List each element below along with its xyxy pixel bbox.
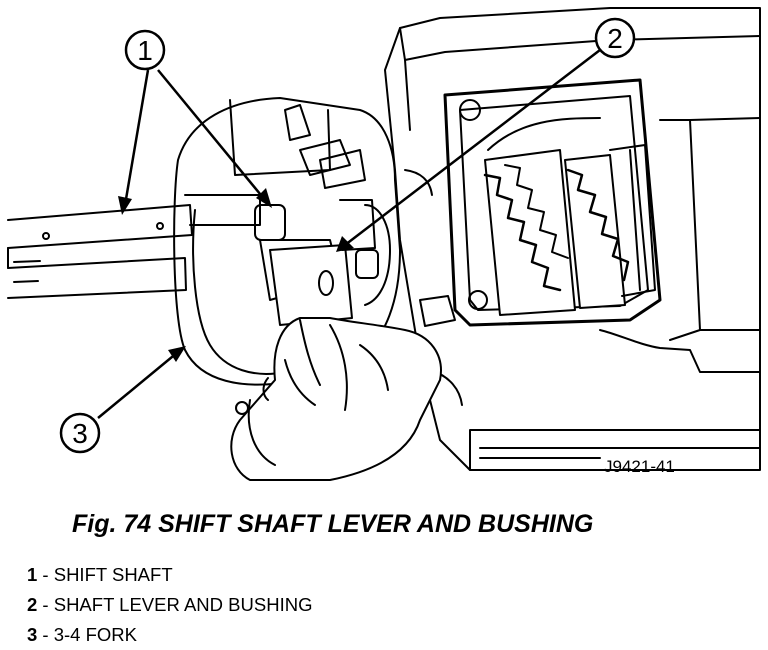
legend-label: - SHAFT LEVER AND BUSHING: [37, 594, 313, 615]
legend-number: 3: [27, 624, 38, 645]
svg-text:2: 2: [607, 23, 623, 54]
callout-3: 3: [59, 412, 101, 454]
legend-number: 1: [27, 564, 38, 585]
svg-text:1: 1: [137, 35, 153, 66]
leader-lines: [97, 49, 601, 419]
legend-item: 1 - SHIFT SHAFT: [27, 560, 312, 590]
svg-text:3: 3: [72, 418, 88, 449]
legend-item: 3 - 3-4 FORK: [27, 620, 312, 650]
legend-list: 1 - SHIFT SHAFT 2 - SHAFT LEVER AND BUSH…: [27, 560, 312, 650]
technical-illustration: 1 2 3 J9421-41: [7, 7, 761, 481]
legend-label: - 3-4 FORK: [37, 624, 138, 645]
shift-fork-assembly: [173, 97, 401, 386]
legend-label: - SHIFT SHAFT: [37, 564, 173, 585]
gear-set: [483, 117, 656, 316]
hand: [230, 317, 442, 481]
figure-caption: Fig. 74 SHIFT SHAFT LEVER AND BUSHING: [72, 510, 594, 538]
legend-item: 2 - SHAFT LEVER AND BUSHING: [27, 590, 312, 620]
callout-2: 2: [594, 17, 636, 59]
legend-number: 2: [27, 594, 38, 615]
shift-shaft: [7, 204, 193, 299]
leader-arrowheads: [118, 188, 354, 362]
drawing-id: J9421-41: [604, 457, 675, 476]
callout-1: 1: [124, 29, 166, 71]
